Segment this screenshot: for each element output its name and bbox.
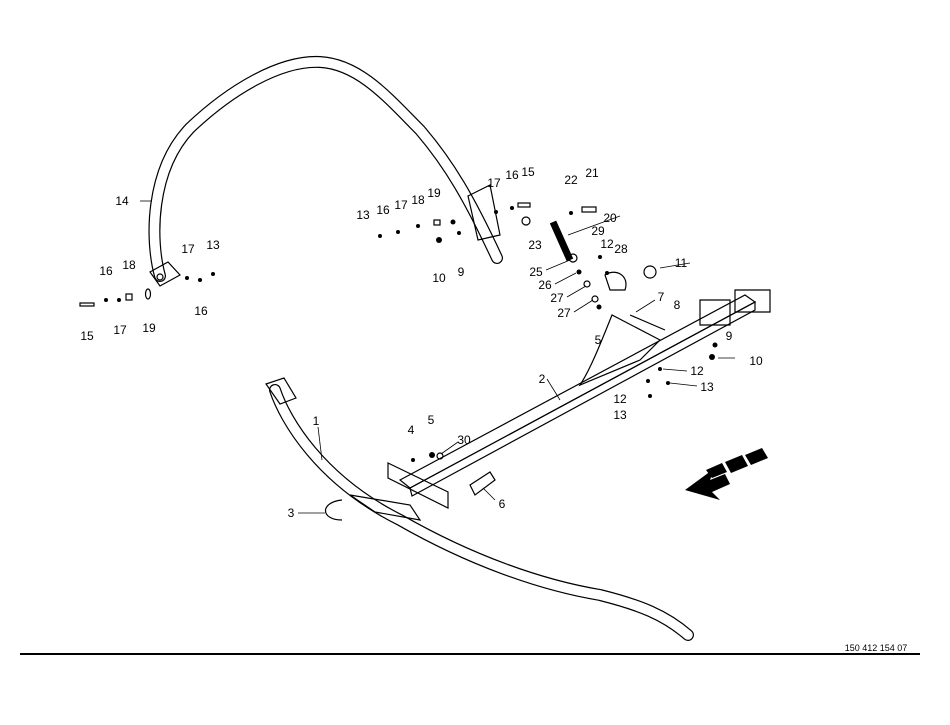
callout: 4 <box>408 423 415 437</box>
travel-direction-arrow-icon <box>685 448 768 500</box>
callout: 15 <box>80 329 94 343</box>
callout: 13 <box>356 208 370 222</box>
callout: 2 <box>539 372 546 386</box>
callout: 30 <box>457 433 471 447</box>
callout: 1 <box>313 414 320 428</box>
callout: 29 <box>591 224 605 238</box>
callout: 18 <box>411 193 425 207</box>
u-bolt-part-3 <box>324 499 343 521</box>
callout: 19 <box>427 186 441 200</box>
callout: 16 <box>505 168 519 182</box>
callout: 13 <box>700 380 714 394</box>
callout: 7 <box>658 290 665 304</box>
clip-part-6 <box>469 471 496 496</box>
callout: 27 <box>557 306 571 320</box>
callout: 17 <box>394 198 408 212</box>
callout: 26 <box>538 278 552 292</box>
callout: 14 <box>115 194 129 208</box>
callout: 15 <box>521 165 535 179</box>
callout: 11 <box>675 256 688 270</box>
callout: 27 <box>550 291 564 305</box>
hardware-items <box>79 202 718 462</box>
callout: 5 <box>428 413 435 427</box>
callout: 16 <box>194 304 208 318</box>
callout: 17 <box>113 323 127 337</box>
document-number: 150 412 154 07 <box>845 643 908 653</box>
callout: 21 <box>585 166 599 180</box>
callout: 12 <box>613 392 627 406</box>
callout: 5 <box>595 333 602 347</box>
callout: 10 <box>432 271 446 285</box>
leader-lines <box>140 200 735 514</box>
callout: 22 <box>564 173 578 187</box>
callout: 19 <box>142 321 156 335</box>
callout: 3 <box>288 506 295 520</box>
callout: 18 <box>122 258 136 272</box>
callout: 13 <box>613 408 627 422</box>
callout: 12 <box>690 364 704 378</box>
beam-part-2 <box>387 220 771 509</box>
callout: 16 <box>376 203 390 217</box>
callout: 23 <box>528 238 542 252</box>
callout: 17 <box>487 176 501 190</box>
callout: 28 <box>614 242 628 256</box>
lower-bow-part-1 <box>265 377 694 641</box>
callout-labels: 14 13 16 17 18 19 10 9 17 16 15 22 21 20… <box>80 165 763 520</box>
callout: 6 <box>499 497 506 511</box>
callout: 20 <box>603 211 617 225</box>
callout: 13 <box>206 238 220 252</box>
callout: 17 <box>181 242 195 256</box>
upper-bow-part-14 <box>148 55 503 287</box>
callout: 8 <box>674 298 681 312</box>
callout: 9 <box>458 265 465 279</box>
callout: 25 <box>529 265 543 279</box>
callout: 10 <box>749 354 763 368</box>
callout: 16 <box>99 264 113 278</box>
callout: 9 <box>726 329 733 343</box>
callout: 12 <box>600 237 614 251</box>
